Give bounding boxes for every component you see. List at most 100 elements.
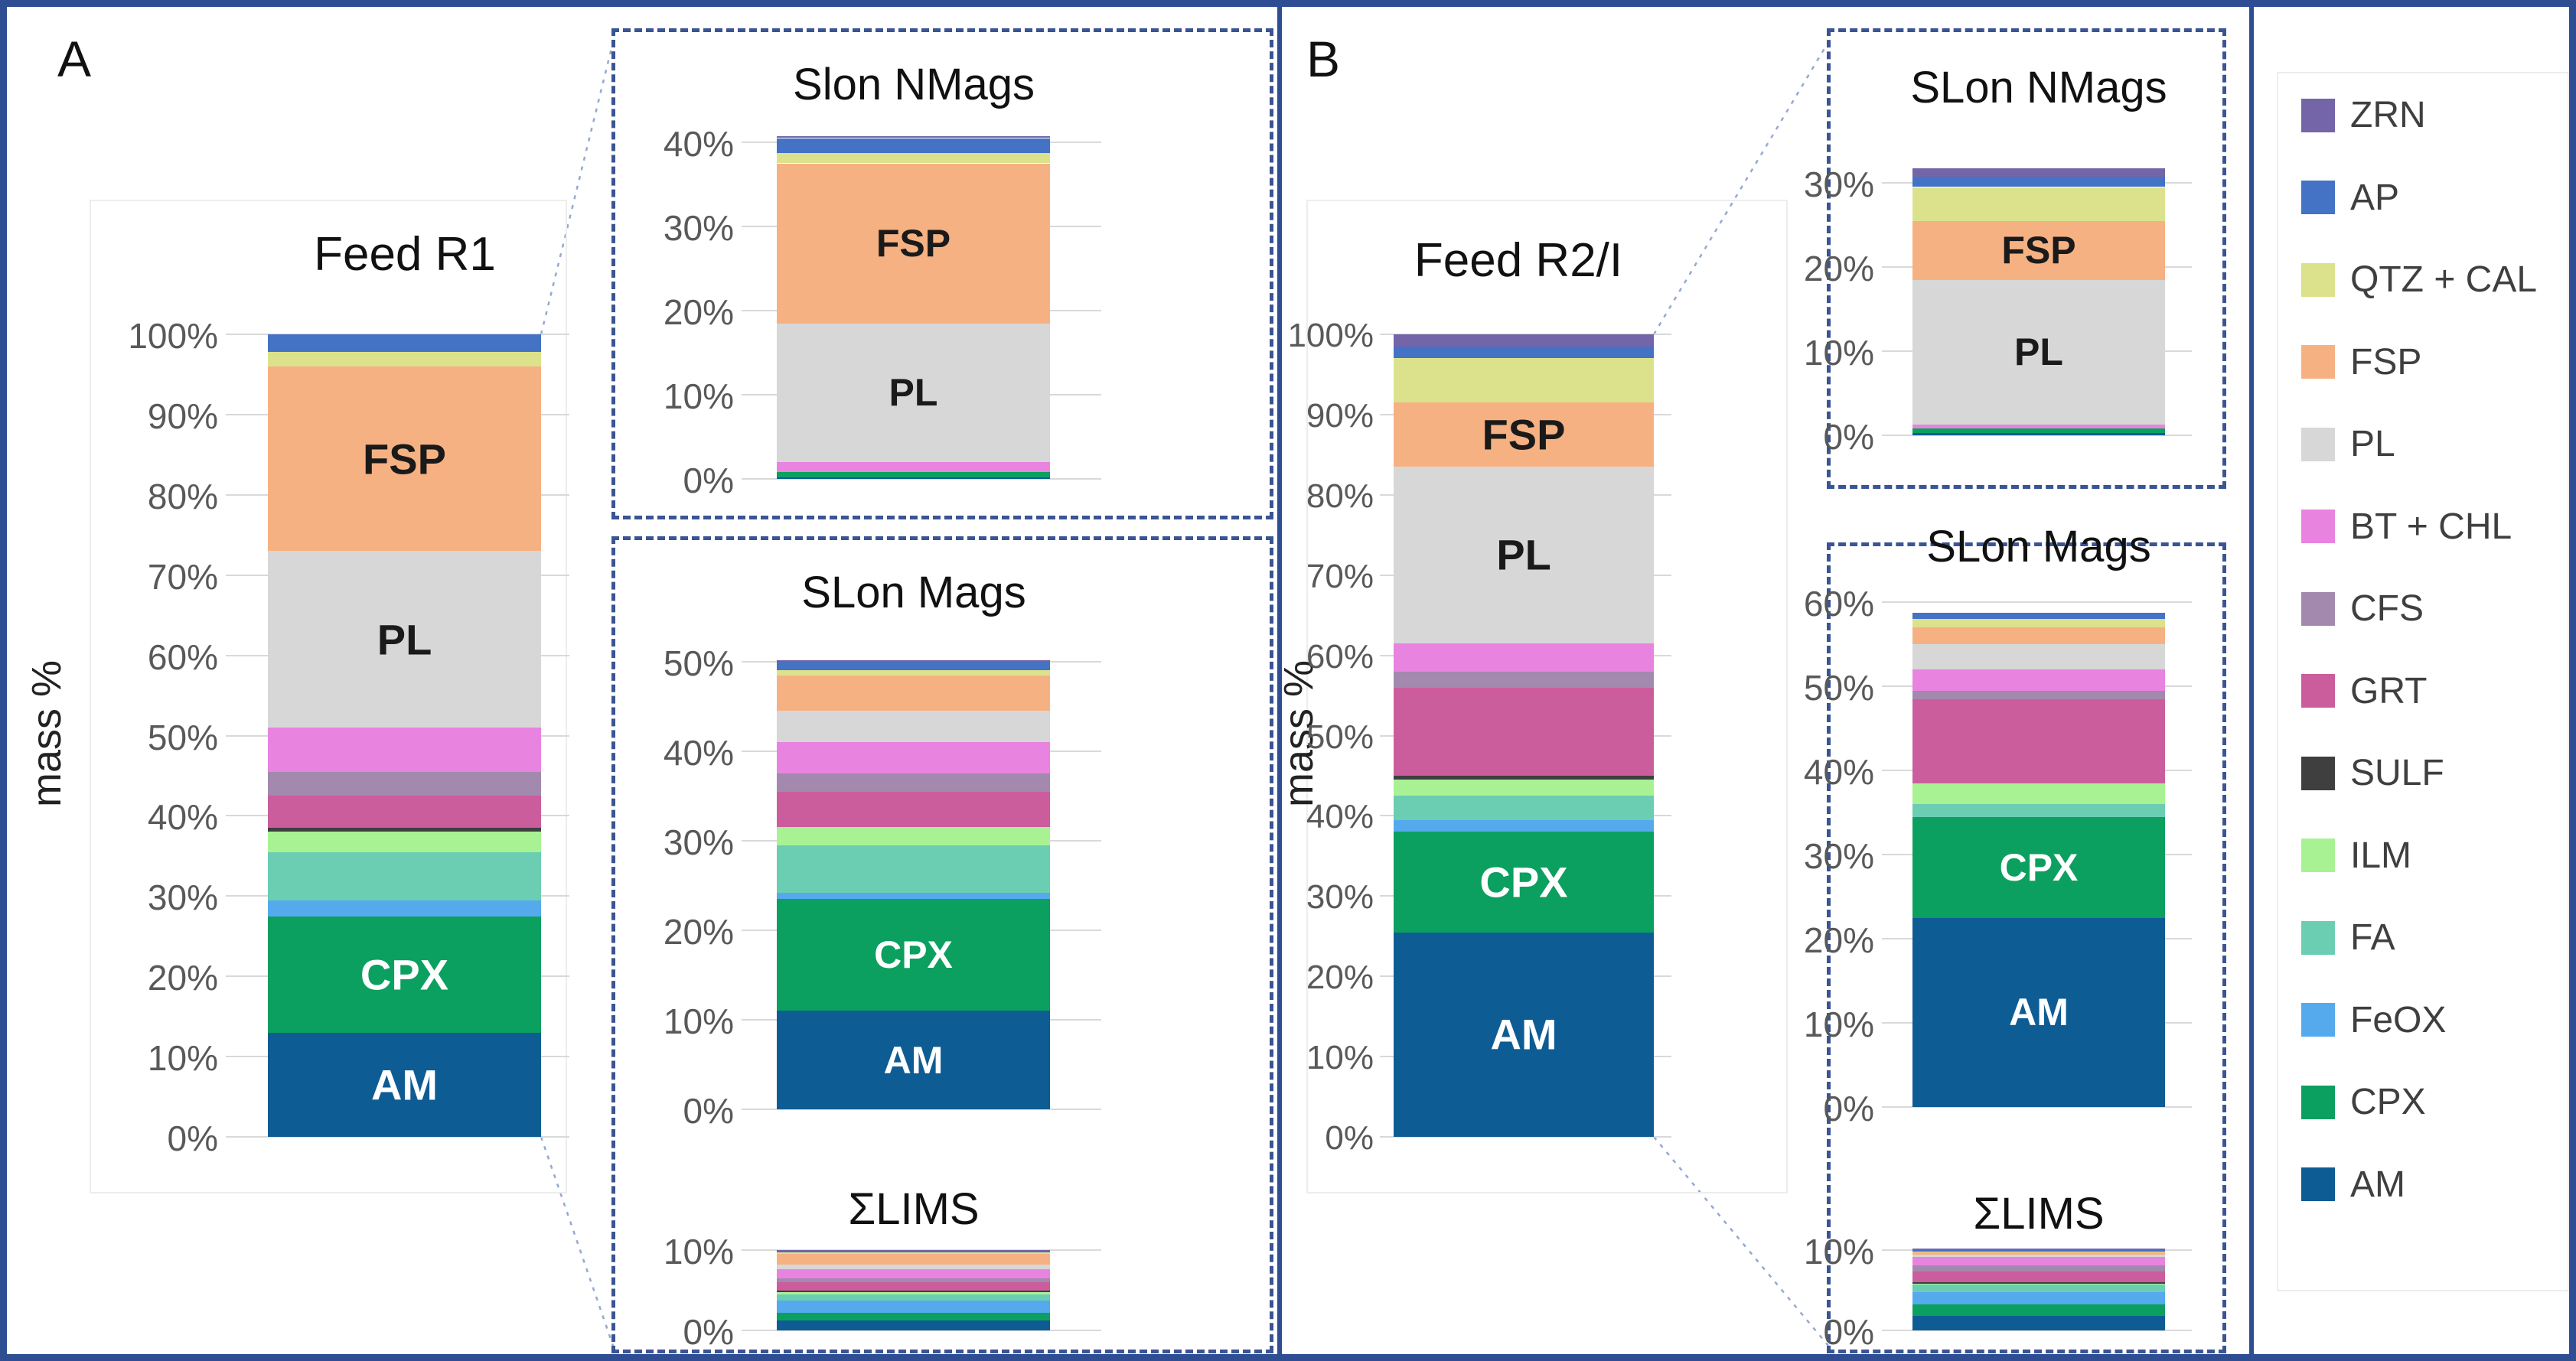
legend-label: QTZ + CAL — [2350, 259, 2538, 300]
tick-label: 100% — [1287, 317, 1374, 354]
tick-label: 30% — [663, 822, 734, 862]
bar-segment-QTZ + CAL — [777, 153, 1050, 164]
bar-segment-ILM — [1912, 1283, 2165, 1285]
segment-label-CPX: CPX — [874, 933, 953, 977]
bar-segment-SULF — [1912, 1282, 2165, 1284]
bar-segment-BT + CHL — [1912, 1257, 2165, 1265]
tick-label: 60% — [1803, 584, 1874, 624]
tick-label: 10% — [663, 376, 734, 416]
bar-segment-CFS — [1912, 690, 2165, 699]
segment-label-PL: PL — [377, 615, 432, 664]
bar-segment-ZRN — [1912, 1248, 2165, 1250]
bar-segment-GRT — [268, 796, 541, 829]
bar-segment-FSP — [1912, 627, 2165, 644]
segment-label-FSP: FSP — [876, 222, 951, 265]
panel-divider-legend — [2249, 7, 2254, 1354]
bar-segment-AP — [1912, 1250, 2165, 1252]
legend-label: FA — [2350, 917, 2395, 958]
segment-label-AM: AM — [1490, 1010, 1557, 1059]
bar-segment-ILM — [777, 1291, 1050, 1294]
cpx-swatch-icon — [2301, 1085, 2335, 1119]
bar-segment-ILM — [1394, 780, 1654, 796]
chart-title-slims_b: ΣLIMS — [1973, 1189, 2105, 1239]
gridline — [1882, 601, 2192, 603]
gridline — [1380, 1136, 1671, 1138]
tick-label: 40% — [1306, 798, 1374, 836]
segment-label-FSP: FSP — [2001, 229, 2076, 272]
fsp-swatch-icon — [2301, 345, 2335, 379]
bar-segment-FA — [1912, 1284, 2165, 1292]
inset-box-a-mags-lims — [611, 536, 1273, 1353]
bar-segment-AP — [268, 334, 541, 353]
bar-segment-ZRN — [777, 659, 1050, 662]
bar-segment-AM — [268, 1032, 541, 1137]
legend-frame — [2277, 72, 2569, 1291]
segment-label-PL: PL — [2014, 330, 2063, 374]
bar-segment-CPX — [777, 1312, 1050, 1321]
gridline — [742, 1109, 1101, 1110]
chart-title-slon_nmags_b: SLon NMags — [1910, 63, 2167, 112]
segment-label-CPX: CPX — [1999, 845, 2079, 889]
bar-segment-QTZ + CAL — [777, 669, 1050, 676]
tick-label: 20% — [663, 292, 734, 332]
chart-title-slon_mags_b: SLon Mags — [1926, 522, 2151, 571]
gridline — [1882, 1330, 2192, 1331]
bar-segment-AP — [1394, 346, 1654, 359]
bar-segment-PL — [777, 1264, 1050, 1270]
bar-segment-GRT — [1394, 687, 1654, 776]
segment-label-AM: AM — [883, 1038, 944, 1082]
qtz+cal-swatch-icon — [2301, 262, 2335, 297]
tick-label: 90% — [1306, 396, 1374, 435]
legend-item-feox: FeOX — [2301, 999, 2446, 1041]
bar-segment-FSP — [777, 163, 1050, 324]
panel-a-label: A — [57, 31, 92, 87]
bar-segment-FA — [268, 851, 541, 900]
grt-swatch-icon — [2301, 674, 2335, 708]
bar-segment-GRT — [777, 791, 1050, 828]
bar-segment-CPX — [777, 472, 1050, 477]
am-swatch-icon — [2301, 1167, 2335, 1201]
legend-label: CPX — [2350, 1082, 2426, 1122]
bar-segment-BT + CHL — [1912, 669, 2165, 691]
bar-segment-FeOX — [268, 900, 541, 917]
gridline — [742, 478, 1101, 480]
legend-label: CFS — [2350, 588, 2424, 629]
fa-swatch-icon — [2301, 920, 2335, 955]
chart-frame-feed-r1 — [90, 200, 567, 1193]
bar-segment-QTZ + CAL — [1912, 1251, 2165, 1252]
bar-segment-AP — [777, 138, 1050, 154]
legend-item-am: AM — [2301, 1164, 2405, 1206]
bar-segment-AM — [777, 477, 1050, 479]
segment-label-CPX: CPX — [360, 950, 449, 999]
chart-title-slon_nmags_a: Slon NMags — [793, 60, 1035, 109]
gridline — [1882, 1106, 2192, 1108]
legend-item-fa: FA — [2301, 917, 2395, 959]
tick-label: 20% — [1306, 959, 1374, 997]
gridline — [226, 1136, 569, 1138]
segment-label-PL: PL — [1496, 530, 1551, 579]
bar-segment-BT + CHL — [268, 728, 541, 772]
bar-segment-QTZ + CAL — [777, 1252, 1050, 1255]
tick-label: 20% — [1803, 920, 1874, 960]
bar-segment-CPX — [1394, 832, 1654, 933]
tick-label: 30% — [1306, 878, 1374, 917]
bar-segment-FA — [777, 845, 1050, 893]
bt+chl-swatch-icon — [2301, 510, 2335, 543]
tick-label: 0% — [683, 1091, 734, 1131]
panel-divider-a-b — [1277, 7, 1282, 1354]
tick-label: 90% — [147, 396, 218, 436]
bar-segment-CFS — [1912, 1265, 2165, 1272]
bar-segment-FSP — [1394, 402, 1654, 467]
inset-box-b-mags-lims — [1827, 542, 2226, 1353]
bar-segment-SULF — [777, 1290, 1050, 1292]
tick-label: 20% — [1803, 249, 1874, 288]
segment-label-CPX: CPX — [1479, 858, 1568, 907]
tick-label: 50% — [1803, 668, 1874, 708]
bar-segment-FeOX — [777, 892, 1050, 900]
panel-b-label: B — [1306, 31, 1341, 87]
segment-label-FSP: FSP — [363, 435, 446, 484]
bar-segment-PL — [1912, 1255, 2165, 1258]
segment-label-AM: AM — [370, 1060, 439, 1109]
bar-segment-GRT — [1912, 1271, 2165, 1282]
bar-segment-AP — [1912, 613, 2165, 619]
